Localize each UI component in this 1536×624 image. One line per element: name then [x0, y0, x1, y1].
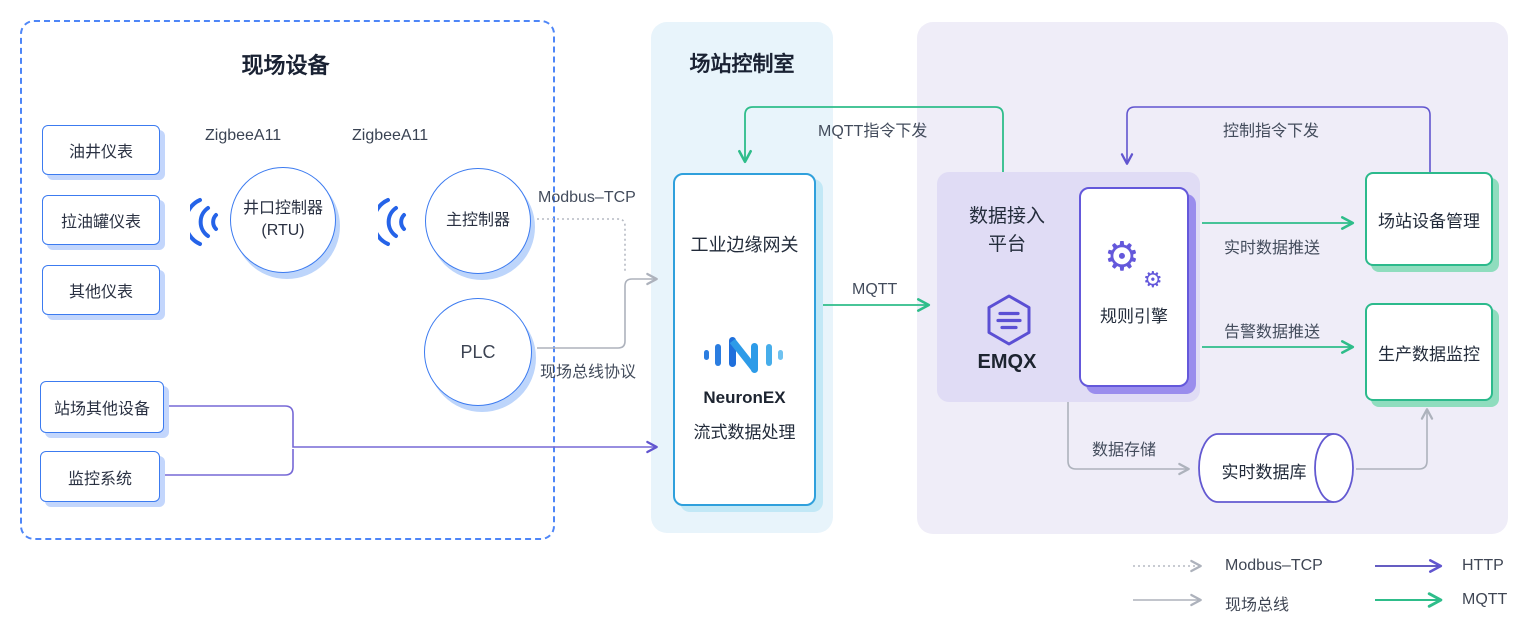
- legend-modbus-label: Modbus–TCP: [1225, 557, 1323, 574]
- field-devices-title: 现场设备: [241, 53, 330, 78]
- fieldbus-protocol-label: 现场总线协议: [540, 364, 637, 381]
- gear-small-icon: ⚙: [1143, 267, 1163, 292]
- legend-mqtt-label: MQTT: [1462, 591, 1508, 608]
- station-device-mgmt-box: 场站设备管理: [1365, 172, 1493, 266]
- box-other-instrument: 其他仪表: [42, 265, 160, 315]
- circle-wellhead-rtu: 井口控制器 (RTU): [230, 167, 336, 273]
- gateway-brand-label: NeuronEX: [703, 388, 786, 407]
- gateway-subtitle-label: 流式数据处理: [693, 423, 796, 442]
- data-store-label: 数据存储: [1092, 442, 1157, 459]
- emqx-label: EMQX: [977, 351, 1037, 373]
- mqtt-label: MQTT: [852, 281, 898, 298]
- rtu-label-line2: (RTU): [261, 222, 305, 239]
- industrial-edge-gateway-box: 工业边缘网关 NeuronEX 流式数据处理: [673, 173, 816, 506]
- zigbee-label-1: ZigbeeA11: [205, 127, 282, 144]
- control-room-title: 场站控制室: [689, 53, 795, 76]
- wifi-signal-icon: [378, 198, 406, 246]
- circle-main-controller: 主控制器: [425, 168, 531, 274]
- rule-engine-box: ⚙ ⚙ 规则引擎: [1079, 187, 1189, 387]
- legend-http-label: HTTP: [1462, 557, 1504, 574]
- realtime-push-label: 实时数据推送: [1224, 240, 1321, 257]
- legend-fieldbus-label: 现场总线: [1225, 597, 1290, 614]
- rule-engine-label: 规则引擎: [1100, 307, 1168, 326]
- gateway-title: 工业边缘网关: [690, 235, 799, 255]
- zigbee-label-2: ZigbeeA11: [352, 127, 429, 144]
- alarm-push-label: 告警数据推送: [1224, 324, 1321, 341]
- mqtt-cmd-label: MQTT指令下发: [818, 123, 928, 140]
- box-oil-well-instrument: 油井仪表: [42, 125, 160, 175]
- neuronex-logo-icon: [704, 337, 783, 373]
- platform-title-line2: 平台: [987, 233, 1026, 255]
- box-monitoring-system: 监控系统: [40, 451, 160, 502]
- modbus-tcp-label: Modbus–TCP: [538, 189, 636, 206]
- circle-plc: PLC: [424, 298, 532, 406]
- platform-title-line1: 数据接入: [968, 206, 1045, 227]
- data-access-platform-title: 数据接入 平台: [957, 203, 1057, 258]
- box-station-other-devices: 站场其他设备: [40, 381, 164, 433]
- emqx-logo-icon: [987, 294, 1031, 346]
- ctrl-cmd-label: 控制指令下发: [1223, 123, 1320, 140]
- gear-icon: ⚙: [1104, 235, 1140, 279]
- production-monitor-box: 生产数据监控: [1365, 303, 1493, 401]
- rtu-label-line1: 井口控制器: [242, 200, 323, 218]
- plc-label: PLC: [460, 341, 496, 362]
- rtdb-label: 实时数据库: [1221, 463, 1307, 482]
- wifi-signal-icon: [190, 198, 218, 246]
- box-oil-tank-instrument: 拉油罐仪表: [42, 195, 160, 245]
- main-controller-label: 主控制器: [445, 212, 510, 230]
